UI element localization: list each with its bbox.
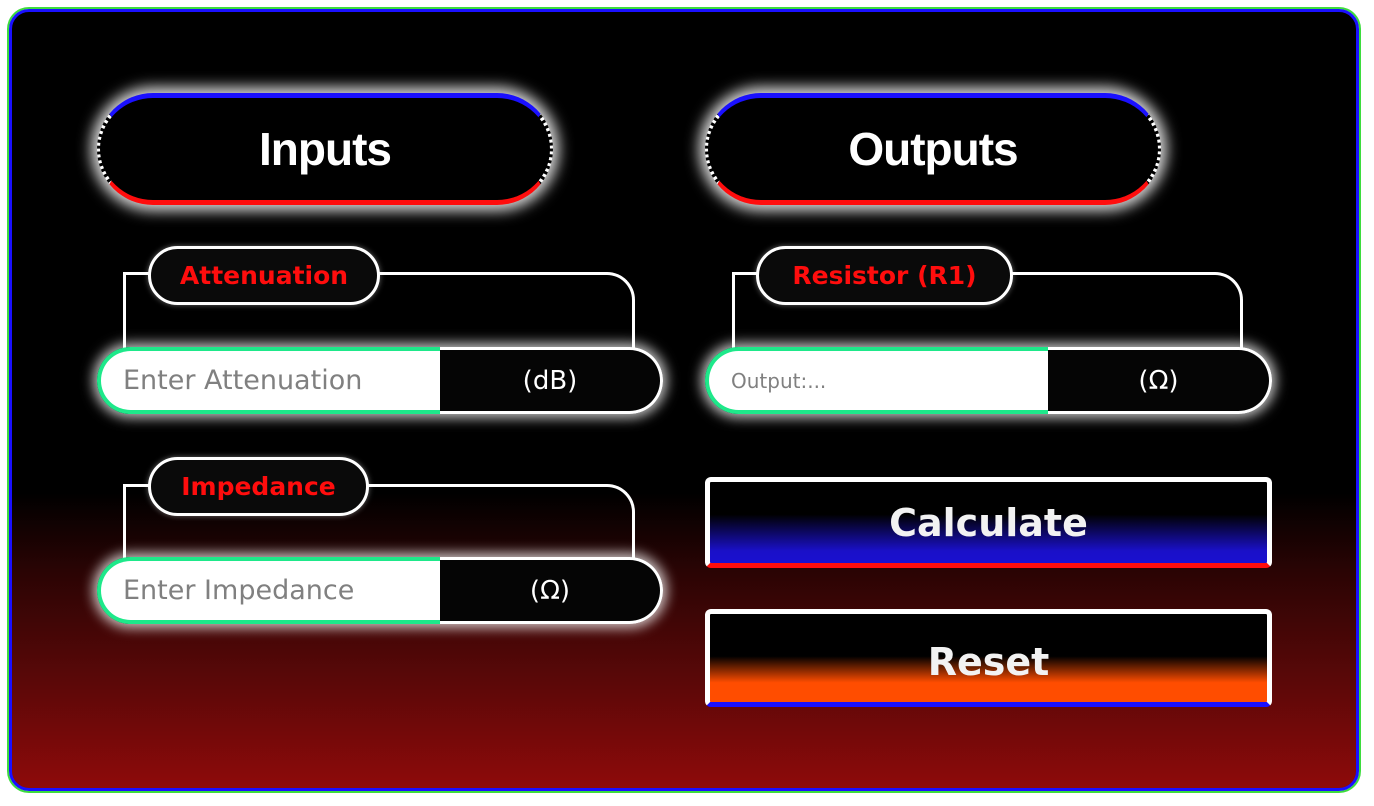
resistor-output[interactable] <box>705 347 1048 414</box>
impedance-input[interactable] <box>97 557 440 624</box>
outputs-header: Outputs <box>705 93 1161 205</box>
impedance-unit: (Ω) <box>440 557 663 624</box>
impedance-label: Impedance <box>148 457 369 516</box>
resistor-unit: (Ω) <box>1048 347 1272 414</box>
attenuation-field: (dB) <box>97 347 663 414</box>
attenuation-label: Attenuation <box>148 246 380 305</box>
reset-button[interactable]: Reset <box>705 609 1272 707</box>
impedance-fieldset <box>123 484 635 564</box>
resistor-field: (Ω) <box>705 347 1272 414</box>
resistor-label: Resistor (R1) <box>756 246 1013 305</box>
impedance-field: (Ω) <box>97 557 663 624</box>
attenuation-input[interactable] <box>97 347 440 414</box>
calculate-button[interactable]: Calculate <box>705 477 1272 568</box>
inputs-header: Inputs <box>97 93 553 205</box>
attenuation-unit: (dB) <box>440 347 663 414</box>
